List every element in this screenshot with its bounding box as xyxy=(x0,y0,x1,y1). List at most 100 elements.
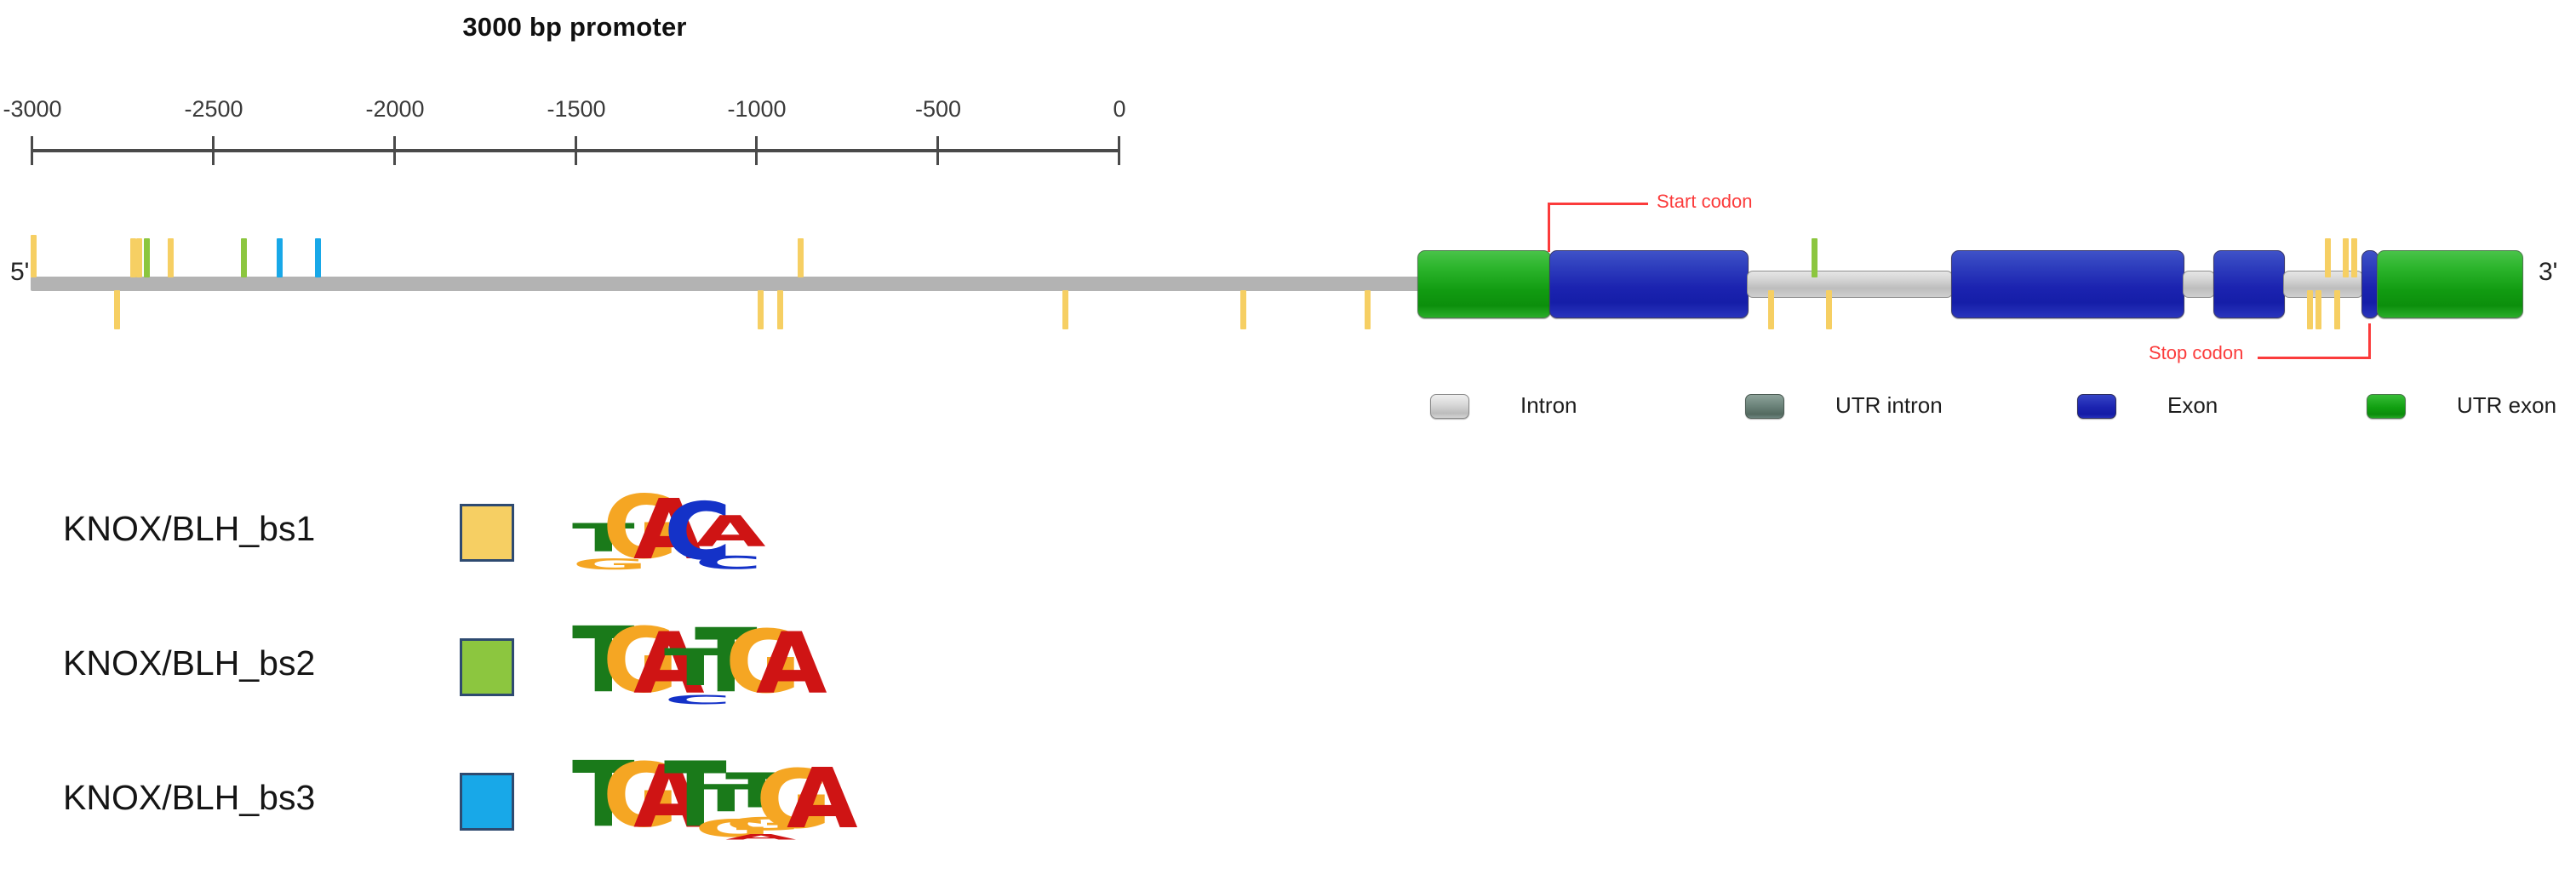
logo-letter-T: T xyxy=(664,744,727,848)
axis-tick xyxy=(31,136,33,165)
binding-site-mark-bs1 xyxy=(136,238,142,277)
logo-letter-A: A xyxy=(725,832,797,842)
logo-position: C xyxy=(664,480,731,572)
logo-letter-A: A xyxy=(633,482,705,579)
logo-position: T xyxy=(572,743,635,848)
logo-letter-G: G xyxy=(756,753,832,848)
axis-tick-label: -500 xyxy=(914,96,962,122)
logo-letter-T: T xyxy=(572,743,635,848)
binding-site-mark-bs1 xyxy=(2334,290,2340,329)
binding-site-mark-bs2 xyxy=(241,238,247,277)
binding-site-mark-bs1 xyxy=(758,290,764,329)
axis-tick-label: -3000 xyxy=(3,96,62,122)
logo-letter-T: T xyxy=(572,609,635,713)
legend-swatch xyxy=(1430,394,1469,419)
logo-position: G xyxy=(725,613,801,713)
logo-letter-T: T xyxy=(695,610,758,713)
binding-site-mark-bs1 xyxy=(168,238,174,277)
logo-letter-T: T xyxy=(725,763,788,819)
axis-tick xyxy=(212,136,215,165)
legend-swatch xyxy=(1745,394,1784,419)
gene-utr-exon xyxy=(1417,250,1551,318)
binding-site-mark-bs1 xyxy=(1826,290,1832,329)
binding-site-mark-bs1 xyxy=(114,290,120,329)
binding-site-marks-above xyxy=(0,231,2576,277)
start-codon-leader-vertical xyxy=(1548,203,1550,252)
logo-letter-G: G xyxy=(603,609,678,713)
logo-position: T xyxy=(664,744,727,848)
logo-letter-A: A xyxy=(695,507,766,557)
axis-line xyxy=(31,149,1118,152)
logo-position: A xyxy=(633,748,705,848)
binding-site-marks-below xyxy=(0,290,2576,338)
gene-features xyxy=(0,0,2576,357)
page-title: 3000 bp promoter xyxy=(462,12,687,42)
binding-site-mark-bs1 xyxy=(130,238,136,277)
legend-label: UTR intron xyxy=(1835,392,1943,418)
logo-letter-A: A xyxy=(633,748,705,848)
legend-label: Exon xyxy=(2167,392,2218,418)
binding-site-mark-bs1 xyxy=(2343,238,2349,277)
start-codon-leader-horizontal xyxy=(1548,203,1648,205)
legend-swatch xyxy=(2367,394,2406,419)
axis-tick xyxy=(1118,136,1120,165)
binding-site-mark-bs1 xyxy=(1365,290,1371,329)
binding-site-mark-bs1 xyxy=(798,238,804,277)
gene-utr-exon xyxy=(2377,250,2523,318)
gene-exon xyxy=(2213,250,2285,318)
logo-position: G xyxy=(603,749,678,841)
binding-site-mark-bs1 xyxy=(1062,290,1068,329)
axis-tick xyxy=(755,136,758,165)
start-codon-label: Start codon xyxy=(1657,191,1753,212)
logo-position: A xyxy=(787,749,858,848)
binding-site-color-swatch xyxy=(460,773,514,831)
binding-site-mark-bs1 xyxy=(31,235,37,277)
binding-site-mark-bs1 xyxy=(1240,290,1246,329)
gene-exon xyxy=(1549,250,1749,318)
stop-codon-leader-vertical xyxy=(2368,323,2371,359)
axis-tick xyxy=(936,136,939,165)
logo-letter-G: G xyxy=(725,613,801,713)
binding-site-mark-bs1 xyxy=(2316,290,2321,329)
logo-position: A xyxy=(633,614,705,713)
gene-intron xyxy=(2183,271,2215,298)
promoter-backbone xyxy=(31,277,1421,291)
stop-codon-label: Stop codon xyxy=(2149,342,2244,363)
gene-intron xyxy=(1747,271,1953,298)
binding-site-mark-bs1 xyxy=(1768,290,1774,329)
three-prime-label: 3' xyxy=(2539,258,2558,286)
logo-letter-T: T xyxy=(572,515,635,561)
binding-site-name: KNOX/BLH_bs2 xyxy=(63,643,316,683)
binding-site-mark-bs3 xyxy=(315,238,321,277)
logo-position: T xyxy=(695,610,758,713)
logo-letter-G: G xyxy=(603,477,678,579)
logo-position: G xyxy=(603,477,678,579)
binding-site-color-swatch xyxy=(460,504,514,562)
logo-letter-T: T xyxy=(664,638,727,698)
binding-site-mark-bs3 xyxy=(277,238,283,277)
logo-position: G xyxy=(603,609,678,713)
axis-tick-label: 0 xyxy=(1113,96,1126,122)
axis-tick xyxy=(393,136,396,165)
gene-intron xyxy=(2283,271,2363,298)
logo-letter-A: A xyxy=(633,614,705,713)
logo-position: G xyxy=(756,749,832,848)
binding-site-name: KNOX/BLH_bs1 xyxy=(63,509,316,548)
five-prime-label: 5' xyxy=(10,258,30,286)
logo-letter-A: A xyxy=(756,614,827,713)
axis-tick-label: -2500 xyxy=(184,96,243,122)
binding-site-color-swatch xyxy=(460,638,514,696)
logo-position: T xyxy=(572,609,635,713)
legend-label: Intron xyxy=(1520,392,1577,418)
axis-tick-label: -1000 xyxy=(727,96,787,122)
binding-site-mark-bs1 xyxy=(2351,238,2357,277)
logo-letter-A: A xyxy=(787,751,858,848)
